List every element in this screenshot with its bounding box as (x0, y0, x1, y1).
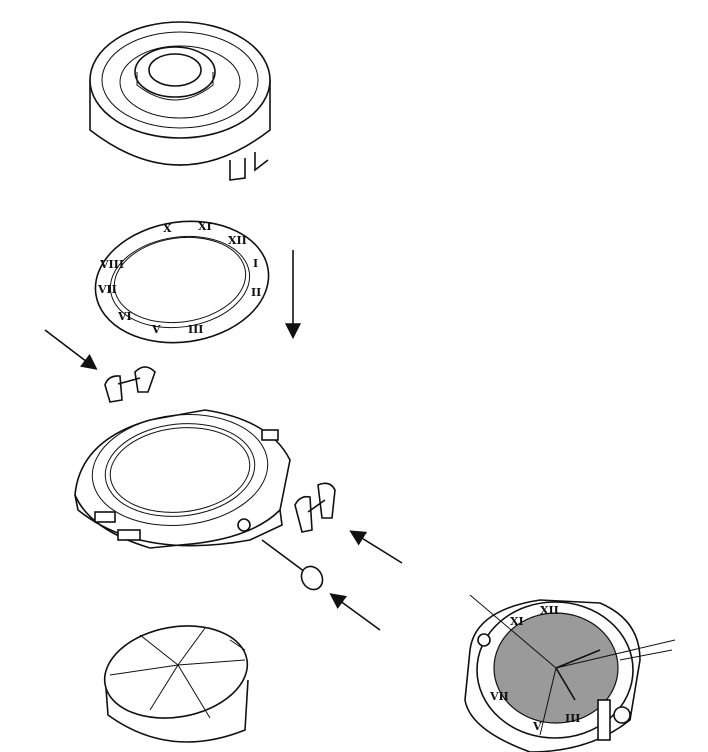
assembled-numeral: XII (540, 604, 559, 617)
arrow-to-pins (349, 530, 403, 564)
crown-stem (261, 539, 324, 591)
assembled-numeral: XI (510, 615, 524, 628)
assembled-numeral: VII (489, 690, 509, 703)
assembled-numeral: V (532, 720, 542, 733)
bezel-numeral: III (188, 323, 203, 336)
bezel-numeral: VII (97, 283, 117, 296)
bezel-numeral: V (151, 323, 161, 336)
arrow-to-clips (44, 329, 98, 370)
case-back (103, 625, 249, 743)
bezel-numeral: I (253, 257, 258, 270)
bezel-numeral: VIII (99, 258, 124, 271)
bezel-ring: XII I II III V VI VII VIII X XI (94, 220, 270, 344)
bezel-numeral: XII (228, 234, 247, 247)
bezel-numeral: XI (198, 220, 212, 233)
assembled-numeral: III (565, 712, 580, 725)
spring-pins (294, 482, 336, 533)
bezel-numeral: X (163, 222, 172, 235)
holder-jig (89, 21, 271, 181)
strap-clips (104, 366, 156, 403)
bezel-numeral: II (251, 286, 261, 299)
watch-case (74, 409, 291, 549)
assembled-watch: XII III V VII XI (464, 594, 676, 752)
arrow-to-crown (329, 593, 381, 631)
bezel-numeral: VI (117, 310, 132, 323)
